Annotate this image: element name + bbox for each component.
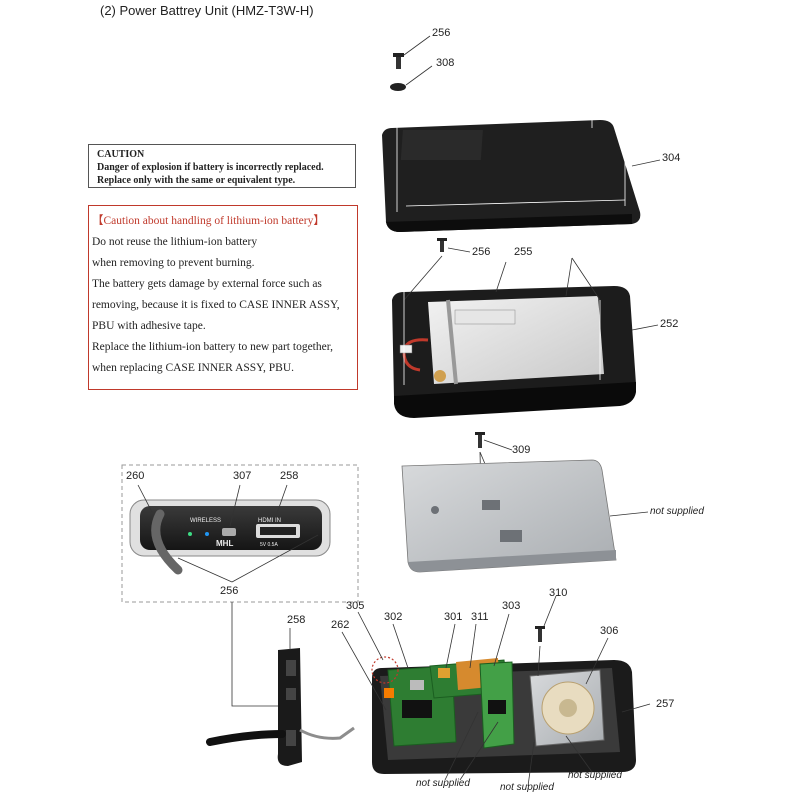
label-not-supplied: not supplied <box>500 782 554 793</box>
screw-309 <box>475 432 485 448</box>
label-not-supplied: not supplied <box>568 770 622 781</box>
label-256: 256 <box>220 585 239 597</box>
lithium-caution-line: PBU with adhesive tape. <box>92 320 206 332</box>
label-not-supplied: not supplied <box>416 778 470 789</box>
label-255: 255 <box>514 246 533 258</box>
lithium-caution-box: 【Caution about handling of lithium-ion b… <box>88 205 358 390</box>
hdmi-label: HDMI IN <box>258 518 281 524</box>
label-not-supplied: not supplied <box>650 506 704 517</box>
caution-line: Danger of explosion if battery is incorr… <box>97 162 324 173</box>
page-title: (2) Power Battrey Unit (HMZ-T3W-H) <box>100 3 314 18</box>
label-310: 310 <box>549 587 568 599</box>
lithium-caution-line: Do not reuse the lithium-ion battery <box>92 236 258 248</box>
lithium-caution-line: removing, because it is fixed to CASE IN… <box>92 299 340 311</box>
front-panel <box>129 499 331 575</box>
rating-label: 5V 0.5A <box>260 542 278 548</box>
caution-box: CAUTION Danger of explosion if battery i… <box>88 144 356 188</box>
label-252: 252 <box>660 318 679 330</box>
screw-256 <box>393 53 404 69</box>
caution-line: Replace only with the same or equivalent… <box>97 175 296 186</box>
label-305: 305 <box>346 600 365 612</box>
board-303 <box>479 661 515 749</box>
metal-plate <box>401 459 617 573</box>
label-307: 307 <box>233 470 252 482</box>
battery-255 <box>428 296 604 385</box>
label-257: 257 <box>656 698 675 710</box>
label-302: 302 <box>384 611 403 623</box>
label-262: 262 <box>331 619 350 631</box>
label-311: 311 <box>471 611 489 623</box>
highlight-305 <box>371 656 399 684</box>
screw-310 <box>535 626 545 642</box>
fan-306 <box>529 669 605 747</box>
label-303: 303 <box>502 600 521 612</box>
cover-304 <box>382 107 641 232</box>
label-256: 256 <box>472 246 491 258</box>
lithium-caution-title: 【Caution about handling of lithium-ion b… <box>92 215 325 227</box>
washer-308 <box>390 83 406 91</box>
wireless-label: WIRELESS <box>190 518 221 524</box>
lithium-caution-line: The battery gets damage by external forc… <box>92 278 322 290</box>
label-260: 260 <box>126 470 145 482</box>
mhl-label: MHL <box>216 539 233 548</box>
lithium-caution-line: when replacing CASE INNER ASSY, PBU. <box>92 362 295 374</box>
lithium-caution-line: when removing to prevent burning. <box>92 257 255 269</box>
lithium-caution-line: Replace the lithium-ion battery to new p… <box>92 341 333 353</box>
inset-frame <box>121 464 359 603</box>
label-301: 301 <box>444 611 463 623</box>
label-304: 304 <box>662 152 681 164</box>
label-256: 256 <box>432 27 451 39</box>
label-308: 308 <box>436 57 455 69</box>
screw-256 <box>437 238 447 252</box>
label-306: 306 <box>600 625 619 637</box>
label-258: 258 <box>280 470 299 482</box>
caution-heading: CAUTION <box>97 149 145 160</box>
side-panel-258 <box>206 648 355 766</box>
label-309: 309 <box>512 444 531 456</box>
label-258: 258 <box>287 614 306 626</box>
